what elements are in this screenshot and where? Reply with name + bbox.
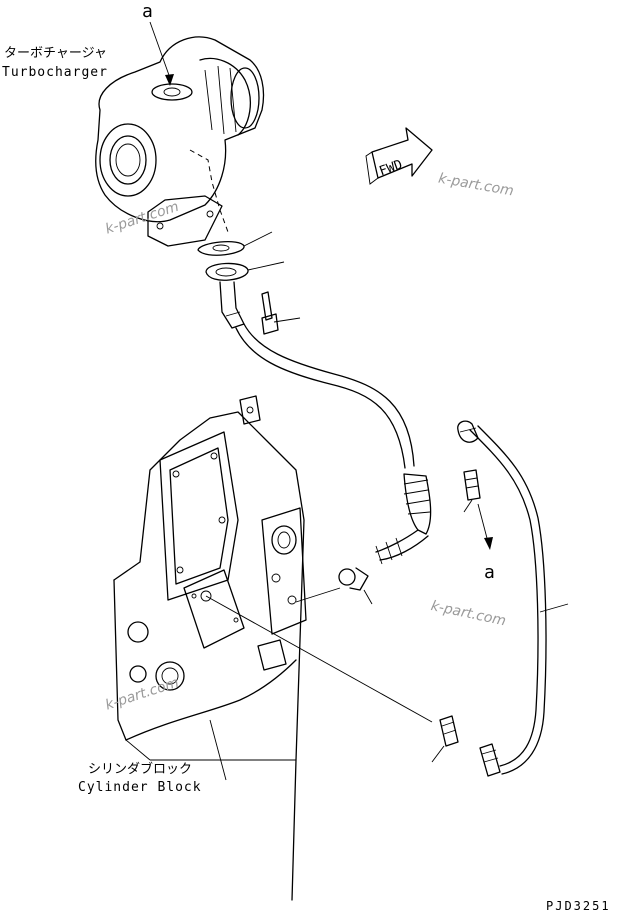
watermark-2: k-part.com xyxy=(103,199,180,238)
fwd-arrow-label: FWD xyxy=(377,157,404,179)
turbocharger-label-en: Turbocharger xyxy=(2,65,108,80)
watermark-3: k-part.com xyxy=(429,598,507,630)
connector-fitting-a xyxy=(463,469,493,550)
mounting-bolt xyxy=(261,291,301,335)
ref-label-a-bottom: a xyxy=(484,562,495,583)
block-connector-fitting xyxy=(431,715,459,763)
plug-symbols xyxy=(295,567,373,605)
cylinder-block-drawing xyxy=(113,395,433,901)
fwd-direction-arrow: FWD xyxy=(365,127,433,185)
watermark-1: k-part.com xyxy=(437,171,515,200)
gasket xyxy=(197,231,273,256)
ref-label-a-top: a xyxy=(142,1,153,22)
oil-drain-elbow xyxy=(219,281,245,329)
drawing-number: PJD3251 xyxy=(546,899,611,913)
oil-drain-hose xyxy=(235,323,432,565)
oil-pressure-tube xyxy=(457,420,569,777)
cylinder-block-label-jp: シリンダブロック xyxy=(88,761,192,777)
oil-outlet-flange xyxy=(205,261,285,281)
leader-arrow-a-top xyxy=(149,21,174,86)
cylinder-block-label-en: Cylinder Block xyxy=(78,780,202,795)
turbocharger-drawing xyxy=(95,36,265,247)
turbocharger-label-jp: ターボチャージャ xyxy=(4,46,107,61)
